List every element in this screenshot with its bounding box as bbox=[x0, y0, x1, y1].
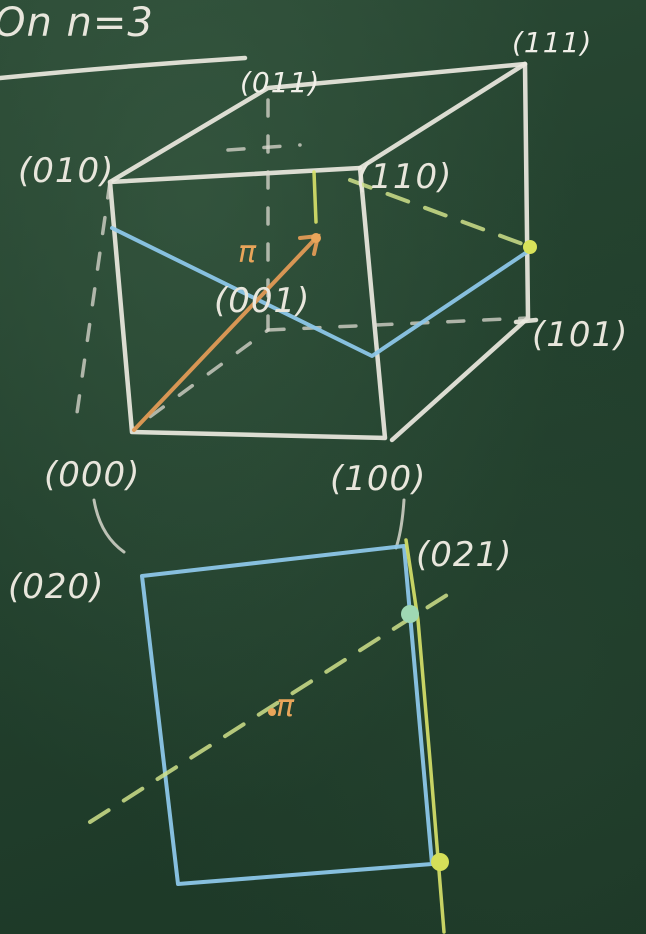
yellow-tick bbox=[312, 170, 318, 224]
cube-top-right-edge bbox=[357, 61, 528, 171]
yellow-vertical-line bbox=[404, 538, 446, 934]
label-011: (011) bbox=[240, 66, 320, 99]
cube-right-face-edges bbox=[389, 61, 531, 443]
label-100: (100) bbox=[330, 459, 426, 499]
label-021: (021) bbox=[416, 535, 512, 575]
tick-101 bbox=[513, 317, 539, 325]
orange-point bbox=[311, 233, 321, 243]
orange-normal-vector bbox=[132, 236, 318, 432]
label-110: (110) bbox=[356, 157, 452, 197]
orange-point-lower bbox=[268, 708, 276, 716]
label-111: (111) bbox=[512, 26, 592, 59]
yellow-dashed-line-lower bbox=[88, 586, 460, 824]
label-001: (001) bbox=[214, 281, 310, 321]
yellow-point-upper bbox=[523, 240, 537, 254]
guide-100-to-021 bbox=[394, 498, 406, 550]
label-010: (010) bbox=[18, 151, 114, 191]
label-101: (101) bbox=[532, 315, 628, 355]
hidden-edge-left bbox=[74, 180, 112, 422]
label-000: (000) bbox=[44, 455, 140, 495]
pi-label-lower: π bbox=[276, 689, 295, 724]
heading-underline bbox=[0, 55, 248, 81]
cube-front-face bbox=[107, 165, 388, 441]
green-point bbox=[401, 605, 419, 623]
heading-text: On n=3 bbox=[0, 0, 154, 46]
yellow-point-lower bbox=[431, 853, 449, 871]
blue-plane-lines bbox=[110, 226, 532, 358]
hidden-edge-top bbox=[226, 143, 302, 152]
pi-label-upper: π bbox=[238, 235, 257, 270]
yellow-dashed-line-upper bbox=[348, 178, 530, 248]
cube-top-back-edge bbox=[107, 61, 528, 185]
label-020: (020) bbox=[8, 567, 104, 607]
guide-000-to-020 bbox=[92, 498, 126, 554]
